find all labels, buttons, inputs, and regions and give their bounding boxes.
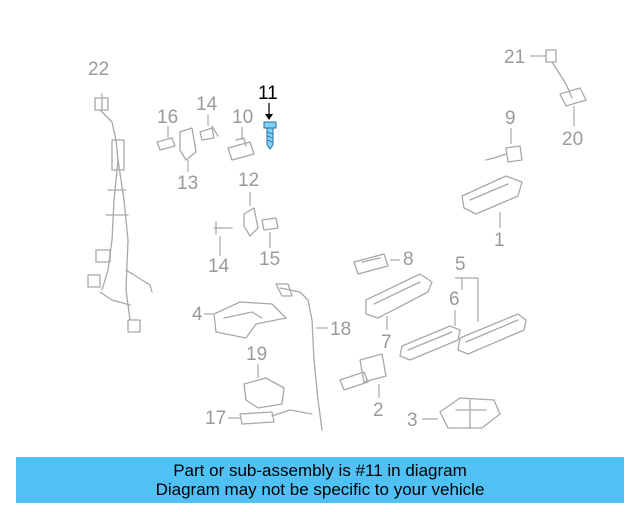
- callout-14-upper: 14: [196, 94, 218, 115]
- part-2-actuator: [339, 353, 387, 391]
- part-12-bracket: [243, 207, 259, 237]
- banner-line-2: Diagram may not be specific to your vehi…: [155, 480, 485, 499]
- callout-9: 9: [505, 108, 516, 129]
- callout-11: 11: [258, 83, 278, 104]
- callout-18: 18: [330, 319, 351, 340]
- part-22-wiring-harness: [87, 93, 153, 333]
- callout-7: 7: [381, 332, 392, 353]
- part-3-latch-assy: [439, 397, 501, 429]
- part-10-latch: [227, 137, 255, 161]
- part-6-handle: [399, 325, 461, 361]
- part-19-lock: [243, 377, 285, 409]
- part-17-cylinder: [239, 409, 313, 425]
- callout-16: 16: [157, 107, 178, 128]
- callout-22: 22: [88, 59, 109, 80]
- callout-13: 13: [177, 173, 198, 194]
- part-13-bracket: [179, 127, 197, 161]
- callout-17: 17: [205, 408, 226, 429]
- part-21-bracket: [545, 49, 573, 99]
- part-20-striker: [559, 87, 587, 107]
- callout-12: 12: [238, 170, 259, 191]
- callout-21: 21: [504, 47, 525, 68]
- part-14-clip-upper: [199, 125, 219, 141]
- info-banner: Part or sub-assembly is #11 in diagram D…: [16, 457, 624, 503]
- callout-4: 4: [192, 304, 203, 325]
- part-15-pad: [261, 217, 279, 231]
- callout-15: 15: [259, 249, 280, 270]
- callout-19: 19: [246, 344, 267, 365]
- part-4-handle-housing: [213, 301, 287, 339]
- callout-14-lower: 14: [208, 256, 230, 277]
- parts-diagram: 22 16 13 14 10 11 12 14 1: [87, 47, 587, 431]
- part-8-trim: [353, 253, 389, 275]
- part-18-rod: [275, 283, 323, 431]
- part-14-clip-lower: [213, 221, 233, 235]
- part-1-lamp: [461, 175, 523, 215]
- banner-line-1: Part or sub-assembly is #11 in diagram: [173, 461, 467, 480]
- callout-3: 3: [407, 410, 418, 431]
- callout-5: 5: [455, 254, 466, 275]
- callout-1: 1: [494, 230, 505, 251]
- callout-8: 8: [403, 249, 414, 270]
- callout-6: 6: [449, 289, 460, 310]
- callout-2: 2: [373, 400, 384, 421]
- part-11-screw: [263, 121, 277, 150]
- callout-20: 20: [562, 129, 583, 150]
- part-5-handle-assy: [457, 313, 527, 355]
- part-7-handle: [365, 273, 433, 319]
- part-9-switch: [485, 145, 523, 163]
- callout-10: 10: [232, 107, 253, 128]
- part-16-pin: [156, 137, 176, 151]
